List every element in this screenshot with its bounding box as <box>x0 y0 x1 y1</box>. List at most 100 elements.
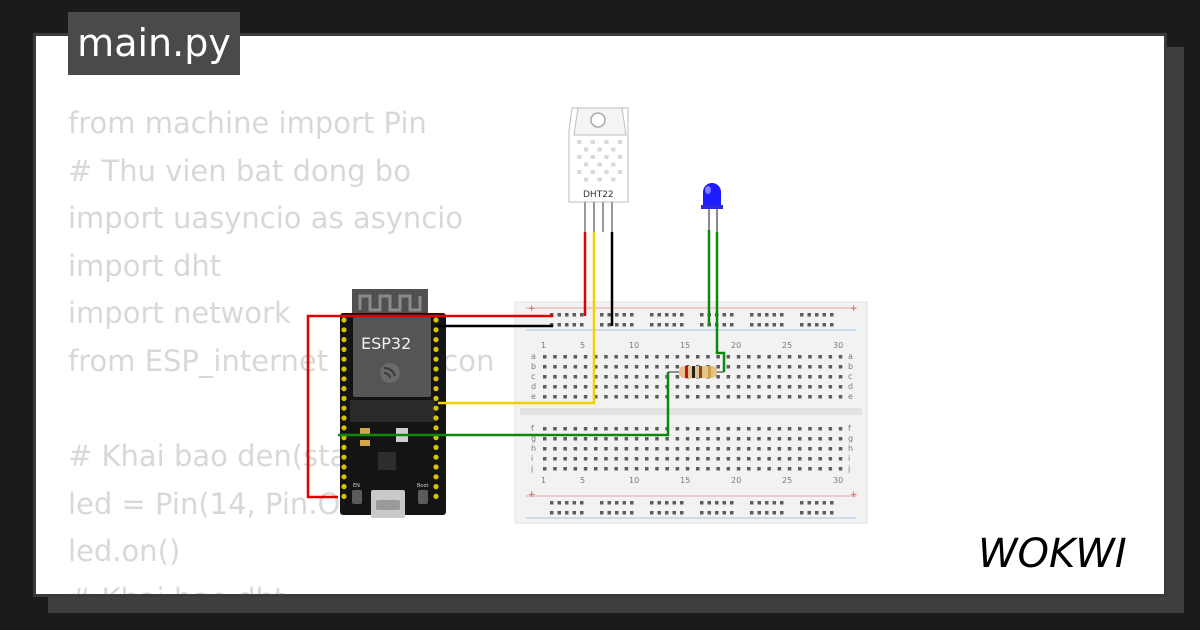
hole <box>675 447 680 451</box>
hole <box>722 511 726 515</box>
pin <box>341 454 347 460</box>
boot-button[interactable] <box>418 490 428 504</box>
wokwi-logo[interactable]: WOKWI <box>976 526 1148 576</box>
hole <box>615 511 619 515</box>
hole <box>757 427 761 431</box>
hole <box>808 467 812 471</box>
hole <box>573 365 578 369</box>
hole <box>828 437 833 441</box>
hole <box>624 385 629 389</box>
hole <box>726 427 731 431</box>
hole <box>650 511 654 515</box>
hole <box>747 365 751 369</box>
code-line: from machine import Pin <box>68 106 427 140</box>
pin <box>433 484 439 490</box>
hole <box>818 447 822 451</box>
hole <box>634 467 639 471</box>
hole <box>543 395 547 399</box>
col-number: 1 <box>541 341 546 350</box>
hole <box>822 323 826 327</box>
hole <box>553 355 557 359</box>
hole <box>765 313 769 317</box>
hole <box>730 313 734 317</box>
hole <box>563 427 567 431</box>
hole <box>767 427 771 431</box>
hole <box>634 395 639 399</box>
hole <box>685 447 690 451</box>
hole <box>780 313 784 317</box>
row-letter: d <box>531 382 536 391</box>
module-shield <box>353 317 431 397</box>
hole <box>787 457 792 461</box>
hole <box>685 457 690 461</box>
hole <box>583 447 588 451</box>
code-line: import network <box>68 296 291 331</box>
hole <box>645 395 649 399</box>
grille-slot <box>583 177 589 182</box>
pin <box>341 366 347 372</box>
hole <box>757 467 761 471</box>
pin <box>433 395 439 401</box>
hole <box>757 501 761 505</box>
hole <box>563 457 567 461</box>
hole <box>665 511 669 515</box>
hole <box>808 457 812 461</box>
hole <box>583 467 588 471</box>
hole <box>607 511 611 515</box>
hole <box>772 511 776 515</box>
hole <box>557 323 561 327</box>
resistor <box>668 366 724 378</box>
col-number: 10 <box>629 476 639 485</box>
code-line: led = Pin(14, Pin.OUT) <box>68 486 391 521</box>
hole <box>750 501 754 505</box>
hole <box>757 457 761 461</box>
hole <box>772 323 776 327</box>
hole <box>657 501 661 505</box>
hole <box>828 457 833 461</box>
hole <box>726 355 731 359</box>
hole <box>615 501 619 505</box>
hole <box>580 511 584 515</box>
hole <box>645 365 649 369</box>
hole <box>736 375 741 379</box>
hole <box>543 437 547 441</box>
col-number: 30 <box>833 341 843 350</box>
hole <box>736 447 741 451</box>
hole <box>787 385 792 389</box>
hole <box>818 375 822 379</box>
row-letter: d <box>848 382 853 391</box>
col-number: 10 <box>629 341 639 350</box>
hole <box>736 355 741 359</box>
hole <box>622 323 626 327</box>
hole <box>706 467 710 471</box>
grille-slot <box>611 162 616 167</box>
hole <box>615 323 619 327</box>
code-line: # Thu vien bat dong bo <box>68 153 411 188</box>
hole <box>700 501 704 505</box>
hole <box>607 313 611 317</box>
file-tab[interactable]: main.py <box>68 12 240 75</box>
grille-slot <box>597 162 602 167</box>
hole <box>543 427 547 431</box>
hole <box>706 457 710 461</box>
hole <box>672 501 676 505</box>
hole <box>726 437 731 441</box>
hole <box>655 457 659 461</box>
hole <box>716 365 720 369</box>
col-number: 15 <box>680 341 690 350</box>
hole <box>706 385 710 389</box>
hole <box>614 365 618 369</box>
hole <box>838 427 843 431</box>
hole <box>553 437 557 441</box>
hole <box>750 313 754 317</box>
row-letter: j <box>530 464 533 473</box>
en-button[interactable] <box>352 490 362 504</box>
hole <box>726 457 731 461</box>
hole <box>614 355 618 359</box>
hole <box>622 511 626 515</box>
hole <box>808 395 812 399</box>
hole <box>757 365 761 369</box>
pin <box>341 395 347 401</box>
hole <box>614 375 618 379</box>
pin <box>433 337 439 343</box>
